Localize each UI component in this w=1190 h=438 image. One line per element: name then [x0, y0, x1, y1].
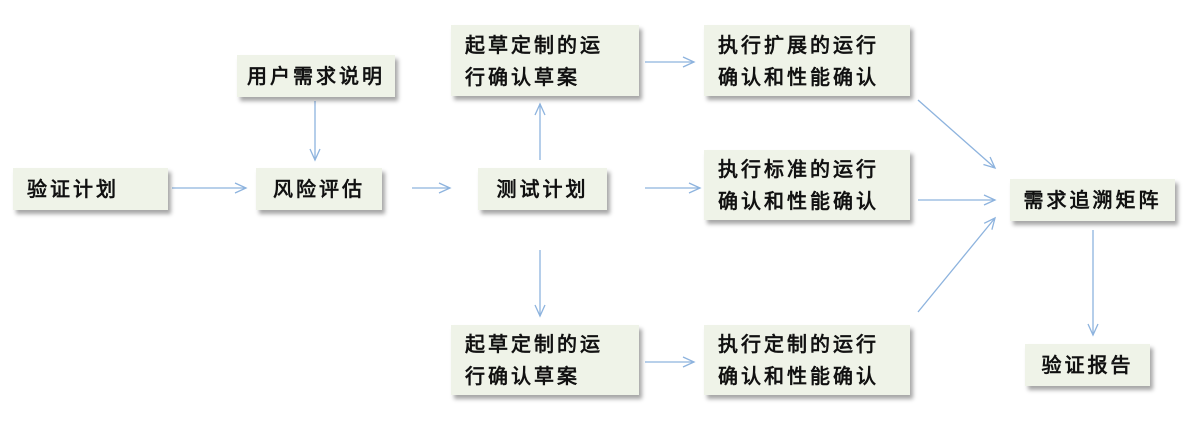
node-label: 用户需求说明 — [247, 64, 385, 88]
node-user-requirements: 用户需求说明 — [237, 55, 395, 97]
node-exec-standard: 执行标准的运行确认和性能确认 — [704, 150, 910, 220]
node-label: 执行标准的运行 — [718, 157, 879, 181]
node-label: 行确认草案 — [465, 364, 580, 388]
node-trace-matrix: 需求追溯矩阵 — [1010, 179, 1175, 221]
node-label: 执行定制的运行 — [718, 332, 879, 356]
node-label: 起草定制的运 — [465, 32, 603, 57]
node-validation-report: 验证报告 — [1025, 344, 1150, 386]
node-label: 风险评估 — [273, 177, 365, 201]
node-label: 确认和性能确认 — [718, 64, 879, 89]
node-label: 需求追溯矩阵 — [1023, 188, 1162, 212]
node-risk-assessment: 风险评估 — [256, 168, 382, 210]
node-test-plan: 测试计划 — [478, 168, 607, 210]
node-label: 验证报告 — [1041, 353, 1134, 377]
node-validation-plan: 验证计划 — [13, 168, 168, 210]
arrow-custom-to-matrix — [917, 216, 996, 313]
node-label: 起草定制的运 — [465, 332, 603, 356]
node-label: 确认和性能确认 — [718, 189, 879, 213]
node-exec-custom: 执行定制的运行确认和性能确认 — [704, 325, 910, 395]
node-exec-extended: 执行扩展的运行确认和性能确认 — [704, 25, 910, 96]
node-label: 测试计划 — [496, 177, 589, 201]
node-label: 行确认草案 — [465, 64, 580, 89]
arrow-extended-to-matrix — [917, 99, 997, 170]
node-label: 确认和性能确认 — [718, 364, 879, 388]
node-label: 执行扩展的运行 — [718, 32, 879, 57]
node-draft-bottom: 起草定制的运行确认草案 — [451, 325, 639, 395]
node-label: 验证计划 — [27, 177, 119, 201]
node-draft-top: 起草定制的运行确认草案 — [451, 25, 639, 96]
